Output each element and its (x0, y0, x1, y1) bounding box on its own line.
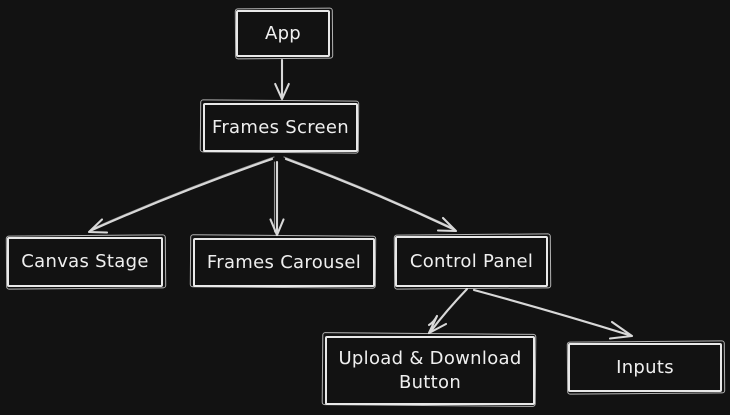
arrow-control-panel-to-upload-download-button[interactable] (427, 287, 469, 335)
node-app-label: App (264, 22, 302, 44)
node-frames-screen[interactable]: Frames Screen (203, 103, 358, 152)
arrow-app-to-frames-screen[interactable] (274, 58, 290, 101)
arrow-frames-screen-to-control-panel[interactable] (283, 156, 458, 233)
node-upload-download-button[interactable]: Upload & Download Button (325, 336, 535, 405)
node-app[interactable]: App (236, 10, 330, 57)
arrow-frames-screen-to-frames-carousel[interactable] (269, 160, 285, 237)
node-frames-screen-label: Frames Screen (212, 116, 349, 138)
node-upload-download-button-label: Upload & Download Button (338, 347, 522, 393)
node-inputs-label: Inputs (616, 356, 674, 378)
node-canvas-stage-label: Canvas Stage (21, 251, 149, 273)
arrow-frames-screen-to-canvas-stage[interactable] (87, 156, 275, 234)
node-canvas-stage[interactable]: Canvas Stage (7, 237, 163, 287)
node-control-panel[interactable]: Control Panel (395, 236, 548, 287)
arrow-control-panel-to-inputs[interactable] (472, 288, 634, 340)
node-frames-carousel[interactable]: Frames Carousel (193, 238, 375, 287)
node-control-panel-label: Control Panel (409, 250, 534, 272)
node-frames-carousel-label: Frames Carousel (206, 251, 362, 273)
node-inputs[interactable]: Inputs (568, 343, 722, 392)
